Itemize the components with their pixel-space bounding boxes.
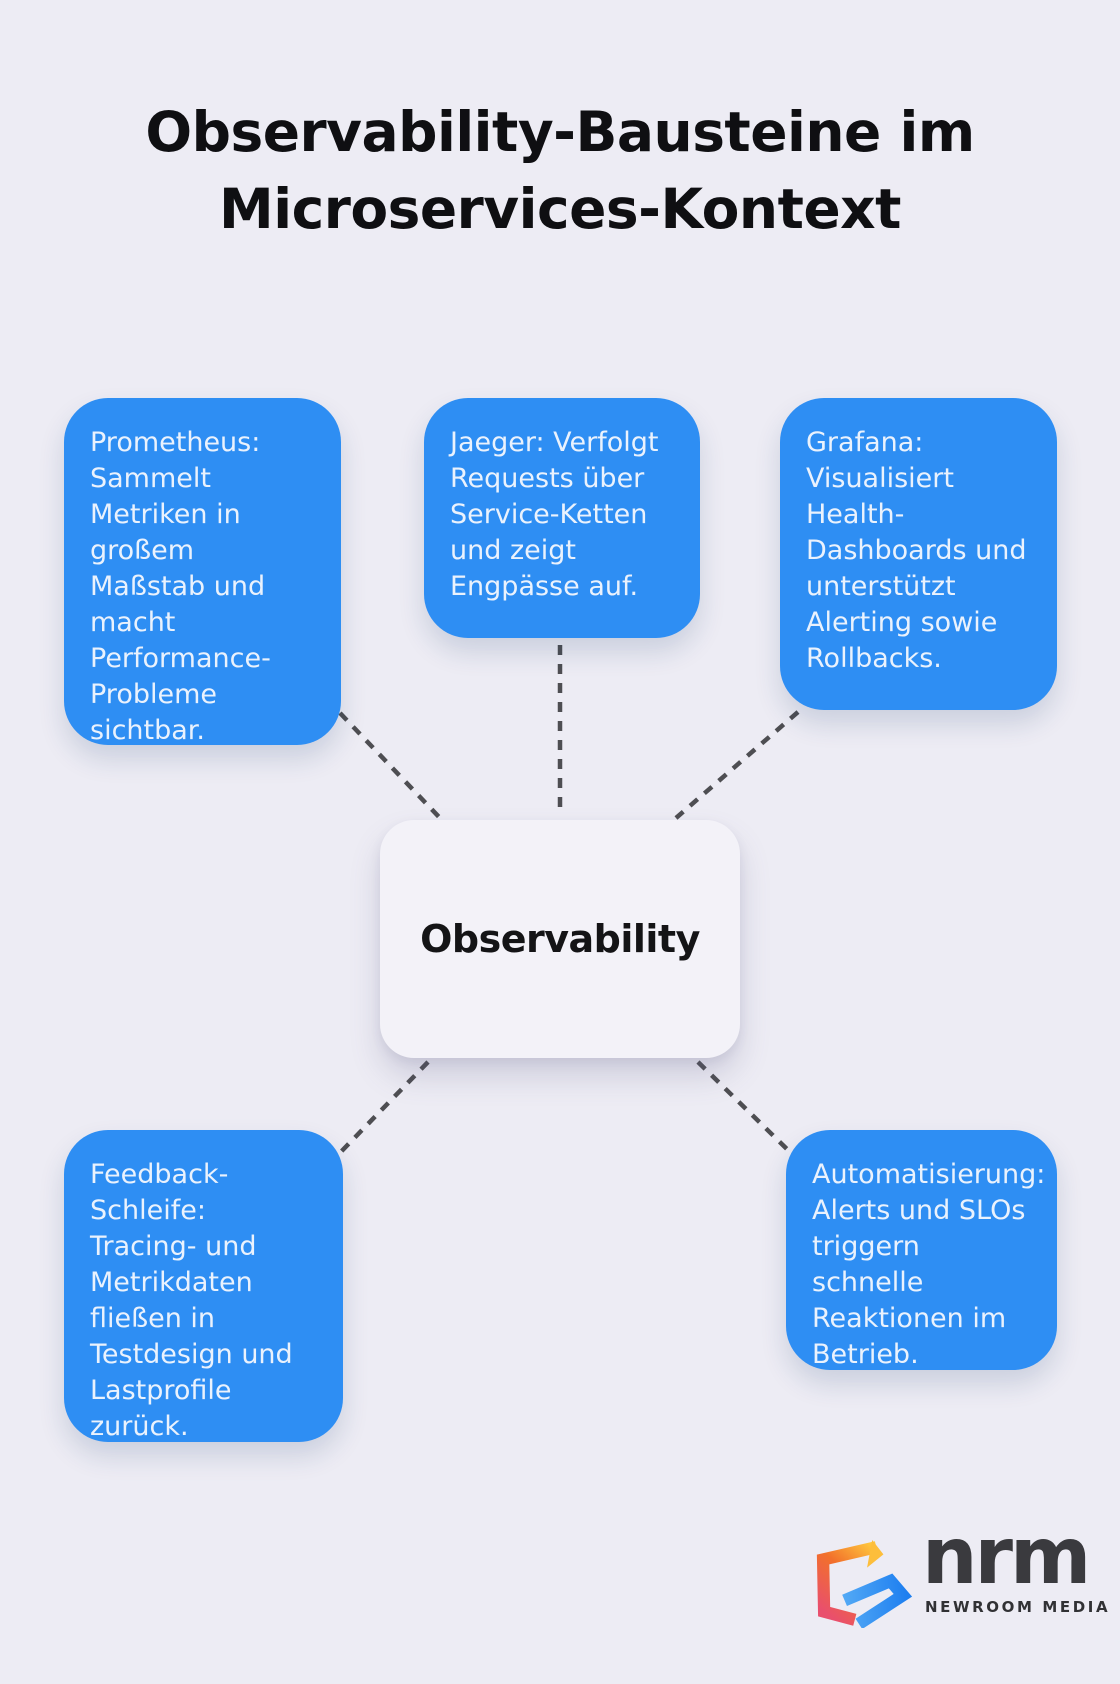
center-node-label: Observability [420,917,700,961]
connector-prometheus-center [338,711,442,820]
logo-subtitle-text: NEWROOM MEDIA [925,1598,1111,1616]
connector-grafana-center [674,710,800,820]
nrm-logo-mark-icon [816,1540,913,1628]
page-title-line2: Microservices-Kontext [219,177,901,241]
node-prometheus: Prometheus: Sammelt Metriken in großem M… [64,398,341,746]
connector-center-automation [696,1060,792,1154]
node-jaeger: Jaeger: Verfolgt Requests über Service-K… [424,398,700,638]
connector-center-feedback [331,1060,430,1162]
node-prometheus-text: Prometheus: Sammelt Metriken in großem M… [90,427,271,746]
node-feedback-text: Feedback-Schleife: Tracing- und Metrikda… [90,1159,293,1442]
page-title: Observability-Bausteine im Microservices… [0,94,1120,248]
node-observability-center: Observability [380,820,740,1058]
node-automation: Automatisierung: Alerts und SLOs trigger… [786,1130,1057,1370]
newroom-media-logo: nrm NEWROOM MEDIA [812,1518,1108,1638]
node-feedback: Feedback-Schleife: Tracing- und Metrikda… [64,1130,343,1442]
node-automation-text: Automatisierung: Alerts und SLOs trigger… [812,1159,1046,1370]
logo-brand-text: nrm [922,1512,1091,1602]
node-jaeger-text: Jaeger: Verfolgt Requests über Service-K… [450,427,659,602]
page-title-line1: Observability-Bausteine im [145,100,975,164]
node-grafana: Grafana: Visualisiert Health-Dashboards … [780,398,1057,710]
node-grafana-text: Grafana: Visualisiert Health-Dashboards … [806,427,1027,674]
